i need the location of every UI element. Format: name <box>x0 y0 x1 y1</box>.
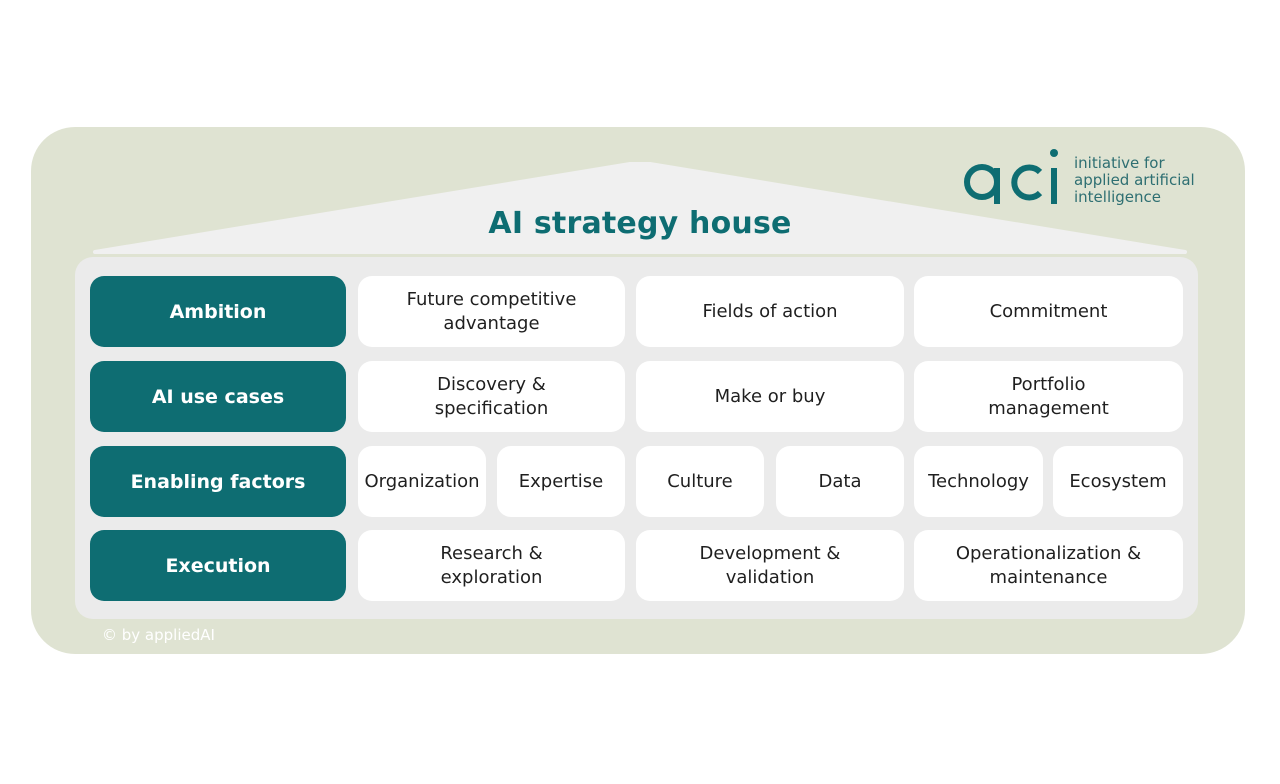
cell-technology: Technology <box>914 446 1043 517</box>
cell-future-competitive-advantage: Future competitive advantage <box>358 276 625 347</box>
logo-line-2: applied artificial <box>1074 171 1195 189</box>
logo-line-1: initiative for <box>1074 154 1165 172</box>
cell-fields-of-action: Fields of action <box>636 276 904 347</box>
aci-logo-icon <box>964 149 1058 204</box>
cell-operationalization-maintenance: Operationalization & maintenance <box>914 530 1183 601</box>
row-label-enabling-factors: Enabling factors <box>90 446 346 517</box>
row-label-ai-use-cases: AI use cases <box>90 361 346 432</box>
cell-make-or-buy: Make or buy <box>636 361 904 432</box>
cell-organization: Organization <box>358 446 486 517</box>
logo-tagline: initiative for applied artificial intell… <box>1074 155 1195 206</box>
row-label-execution: Execution <box>90 530 346 601</box>
cell-culture: Culture <box>636 446 764 517</box>
cell-data: Data <box>776 446 904 517</box>
logo-line-3: intelligence <box>1074 188 1162 206</box>
diagram-title: AI strategy house <box>488 206 792 241</box>
cell-discovery-specification: Discovery & specification <box>358 361 625 432</box>
cell-commitment: Commitment <box>914 276 1183 347</box>
cell-development-validation: Development & validation <box>636 530 904 601</box>
cell-portfolio-management: Portfolio management <box>914 361 1183 432</box>
copyright-notice: © by appliedAI <box>102 626 215 644</box>
aci-logo: initiative for applied artificial intell… <box>963 146 1223 212</box>
cell-ecosystem: Ecosystem <box>1053 446 1183 517</box>
cell-expertise: Expertise <box>497 446 625 517</box>
cell-research-exploration: Research & exploration <box>358 530 625 601</box>
row-label-ambition: Ambition <box>90 276 346 347</box>
